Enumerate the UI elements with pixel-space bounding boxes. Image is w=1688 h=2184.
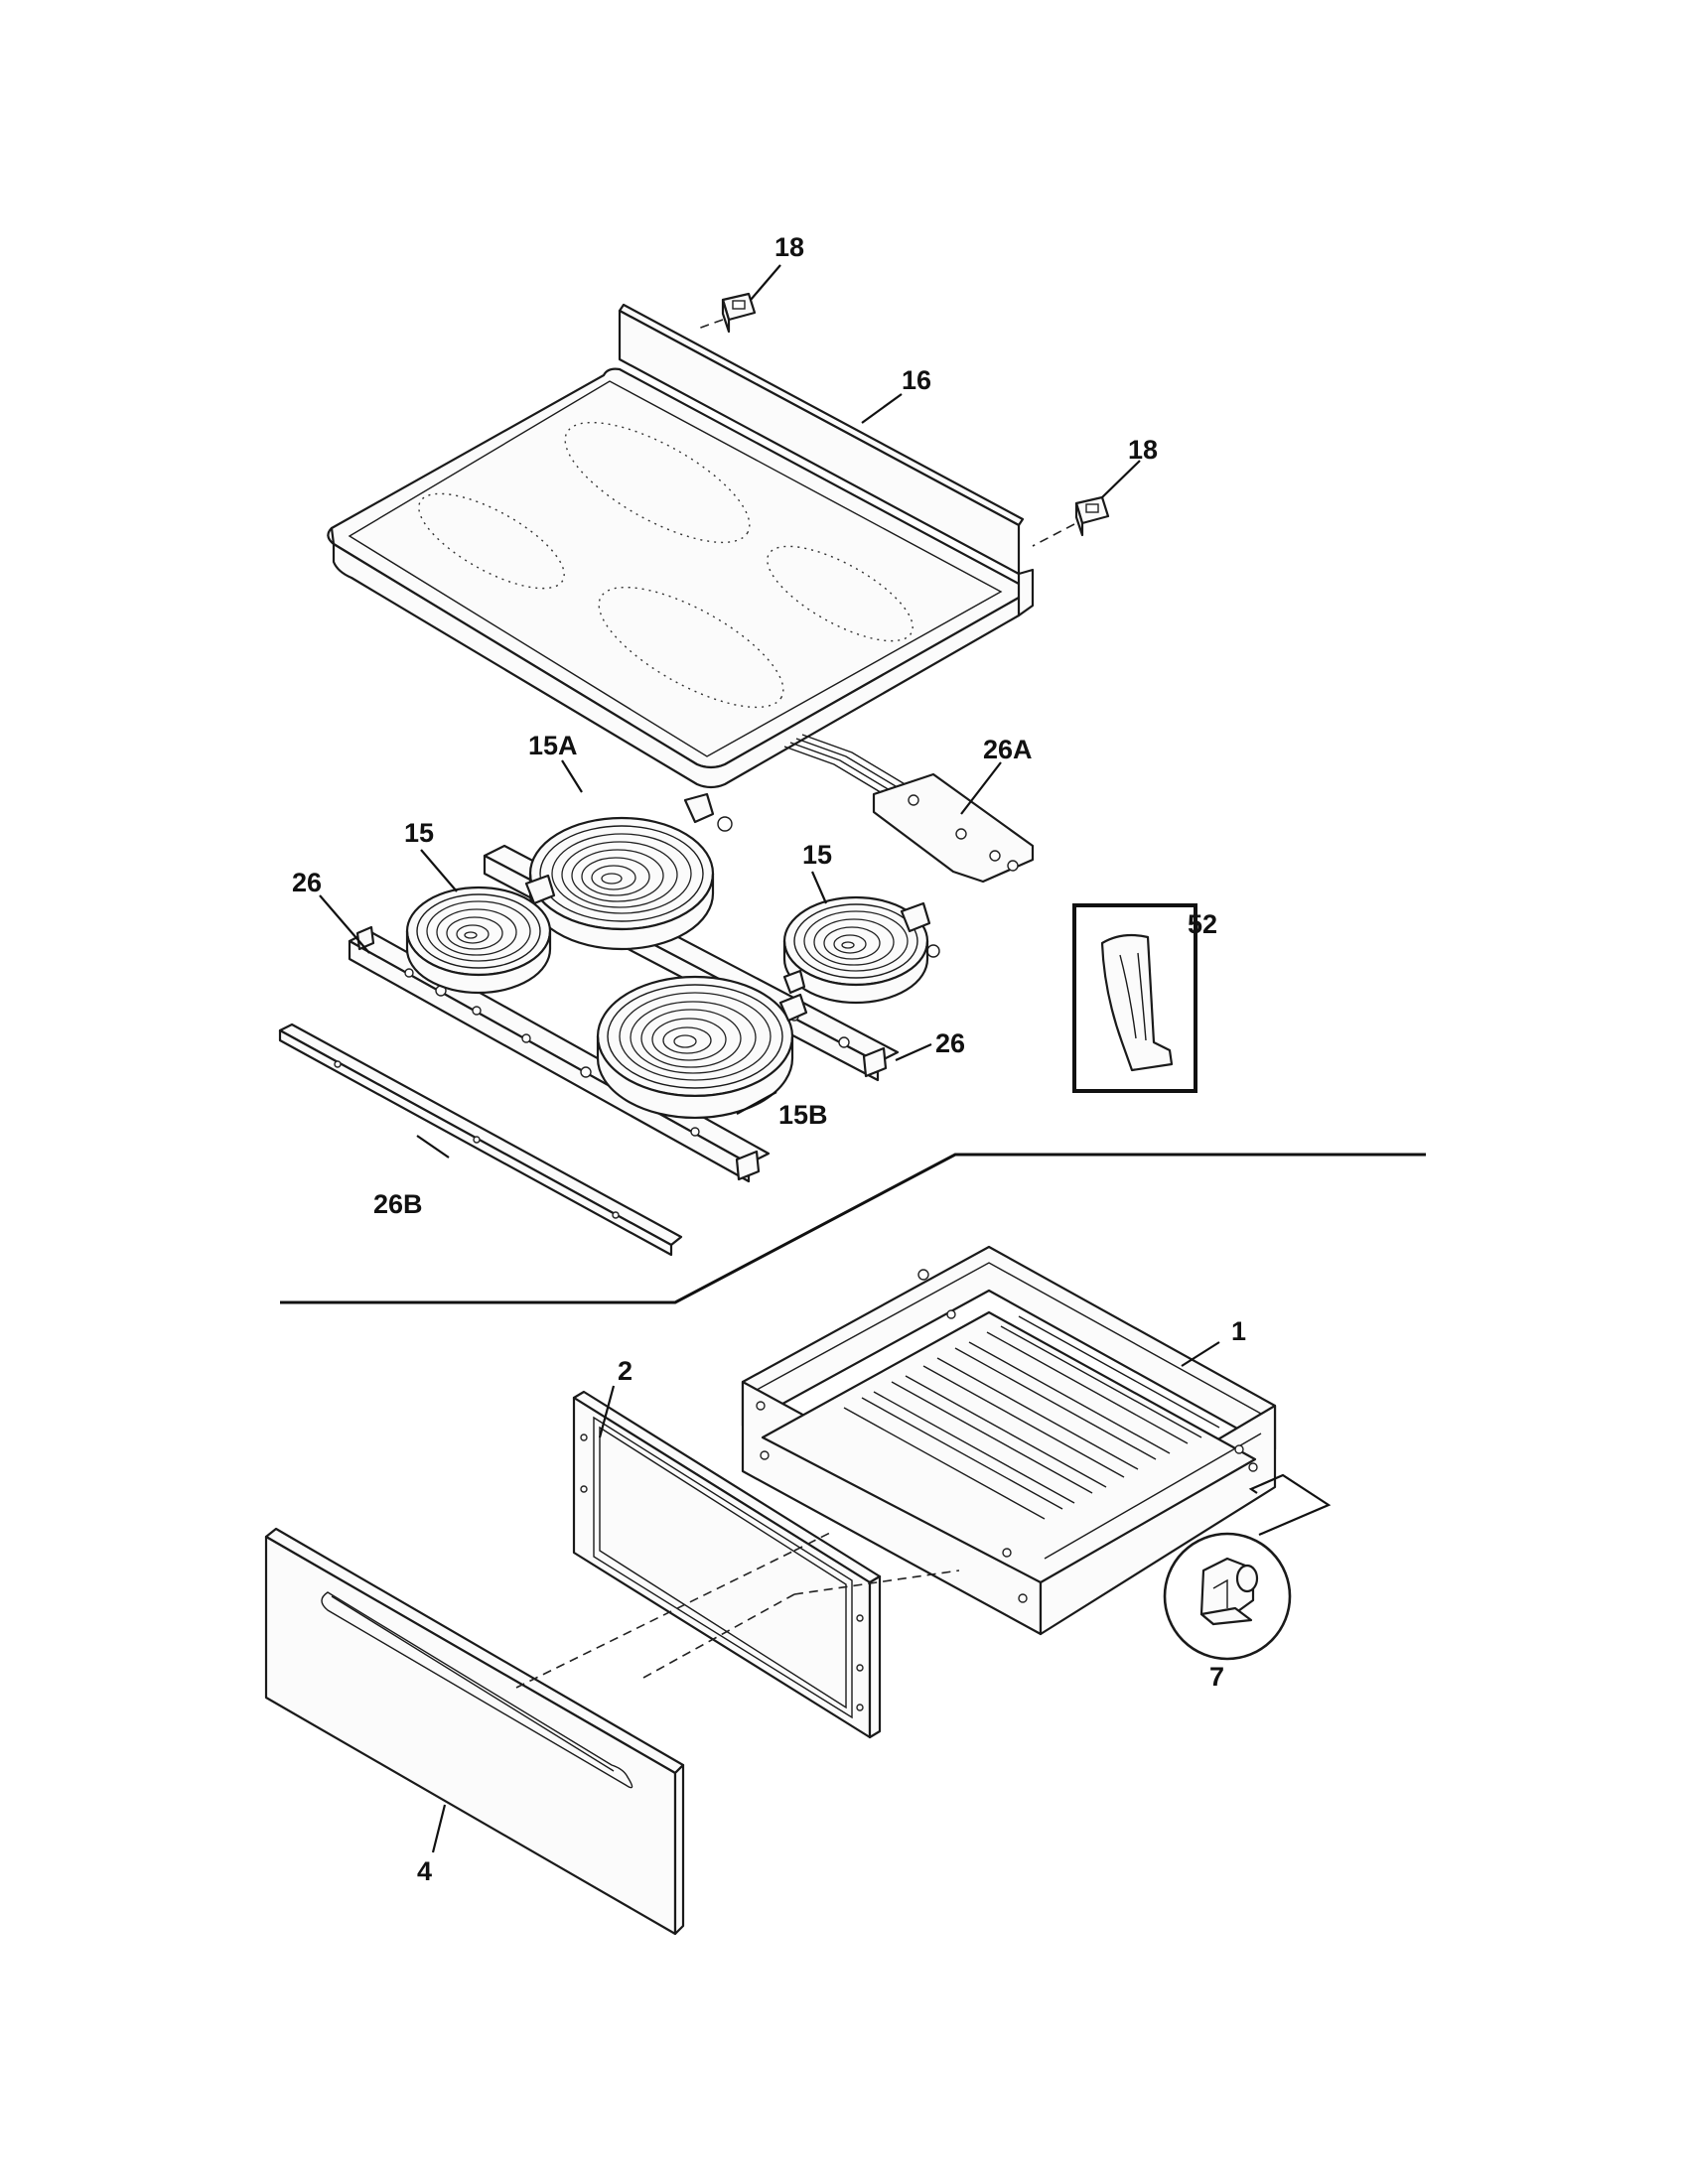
storage-drawer-body-1 [741,1245,1277,1636]
drawer-glide-roller-7-detail [1163,1532,1292,1661]
callout-4: 4 [417,1856,432,1886]
radiant-element-15a [528,792,733,951]
callout-1: 1 [1231,1316,1246,1346]
radiant-element-15-right [782,895,940,1005]
callout-18-top: 18 [774,232,804,262]
ceramic-cooktop-16 [327,303,1035,789]
callout-15a: 15A [528,731,578,760]
cooktop-bracket-18-right [1074,495,1110,537]
inset-box-52 [1072,903,1197,1093]
callout-26b: 26B [373,1189,423,1219]
front-trim-strip-26b [278,1023,683,1257]
drawer-frame-2 [572,1390,882,1739]
leader-lines [319,264,1220,1853]
radiant-element-15-left [405,874,556,995]
cooktop-bracket-18-top [721,292,757,334]
callout-15-right: 15 [802,840,832,870]
drawer-front-panel-4 [264,1527,685,1936]
terminal-bracket-26a [783,734,1035,884]
callout-26-left: 26 [292,868,322,897]
callout-16: 16 [902,365,931,395]
callout-2: 2 [618,1356,633,1386]
section-divider-line [280,1153,1426,1304]
callout-18-right: 18 [1128,435,1158,465]
callout-26a: 26A [983,735,1033,764]
callout-52: 52 [1188,909,1217,939]
leader-7-detail [1248,1473,1332,1537]
callout-15-left: 15 [404,818,434,848]
radiant-element-15b [596,975,808,1120]
callout-15b: 15B [778,1100,828,1130]
callout-26-right: 26 [935,1028,965,1058]
callout-7: 7 [1209,1662,1224,1692]
